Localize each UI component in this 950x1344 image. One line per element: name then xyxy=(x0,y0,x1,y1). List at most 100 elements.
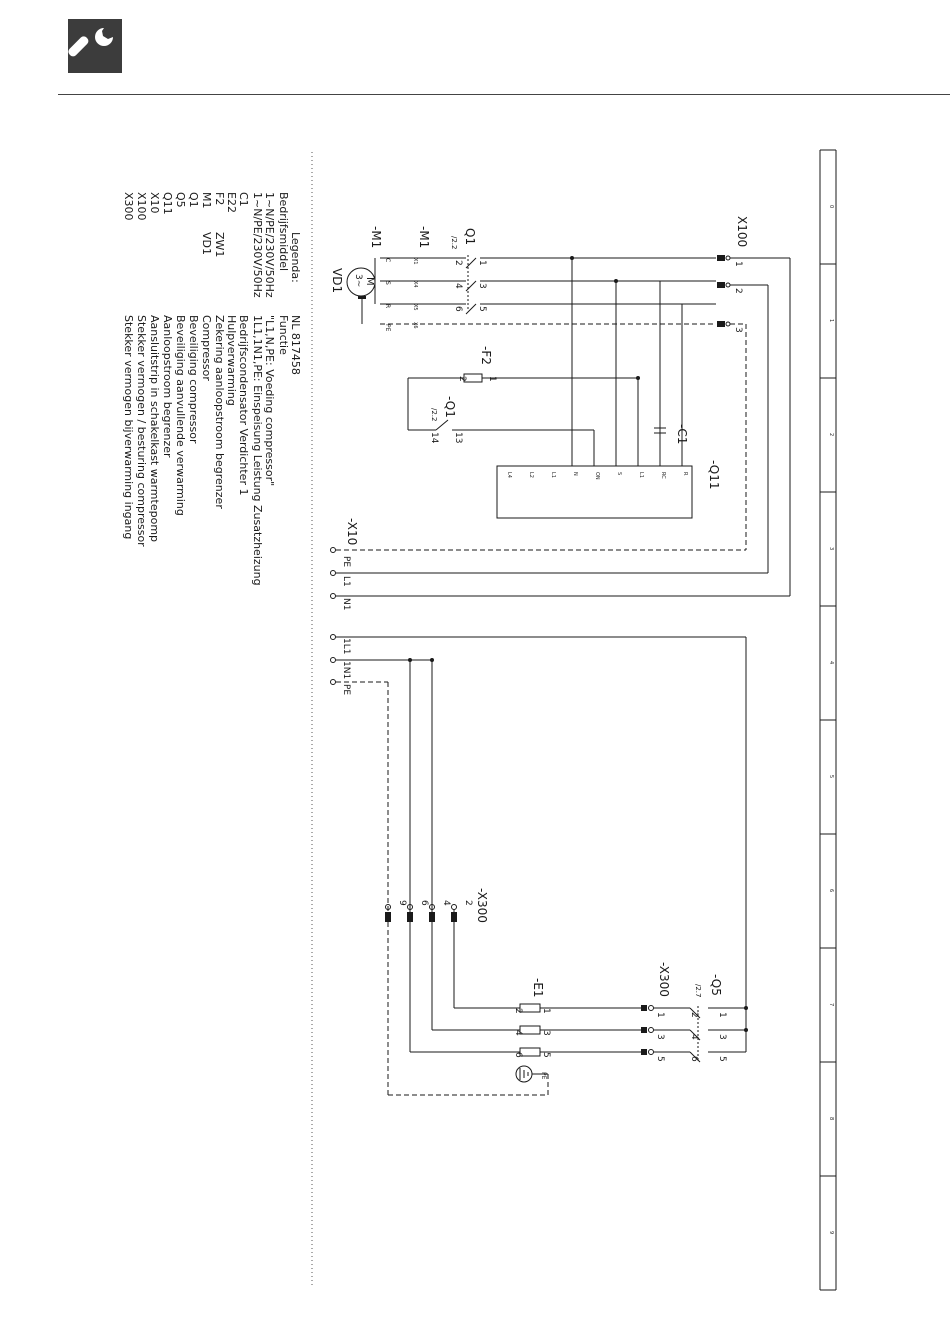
legend-item: M1 xyxy=(200,192,213,209)
junction-dot xyxy=(744,1028,748,1032)
m1-terminal: R xyxy=(384,304,391,308)
contact xyxy=(465,280,477,292)
e1-pin: 1 xyxy=(541,1008,551,1014)
legend-item: C1 xyxy=(237,192,250,207)
motor-phase: 3~ xyxy=(353,274,363,287)
q1-aux-label: -Q1 xyxy=(443,396,457,418)
terminal xyxy=(648,1027,654,1033)
m1-terminal-b: X5 xyxy=(412,304,418,311)
q11-terminal: L4 xyxy=(506,472,512,478)
frame-column-number: 7 xyxy=(828,1003,834,1006)
q1-pin: 6 xyxy=(453,306,463,312)
legend-item: X10 xyxy=(148,192,161,214)
m1-terminal-b: X1 xyxy=(412,258,418,265)
header-rule xyxy=(58,94,950,95)
legend-desc: Aansluitstrip in schakelkast warmtepomp xyxy=(148,315,161,542)
q1-aux-pin: 14 xyxy=(429,432,439,444)
x100-label: X100 xyxy=(735,216,749,247)
terminal xyxy=(330,593,336,599)
legend-col-left: Bedrijfsmiddel xyxy=(277,192,290,271)
terminal xyxy=(725,282,731,288)
legend-desc: "L1,N,PE: Voeding compressor" xyxy=(263,315,276,486)
f2-pin: 1 xyxy=(487,376,497,382)
q5-pin: 4 xyxy=(689,1034,699,1040)
f2-pin: 2 xyxy=(457,376,467,382)
e1-pin: 4 xyxy=(513,1030,523,1036)
e1-pin: 2 xyxy=(513,1008,523,1014)
q1-ref: /2.2 xyxy=(450,236,458,250)
x100-pin-1-plug xyxy=(717,255,725,261)
frame-column-number: 4 xyxy=(828,661,834,664)
legend: Legenda: NL 817458 Bedrijfsmiddel Functi… xyxy=(122,192,302,586)
legend-desc: Compressor xyxy=(200,315,213,381)
x300-a-plug xyxy=(429,912,435,922)
x100-pin: 3 xyxy=(733,327,743,333)
contact xyxy=(465,303,477,315)
terminal xyxy=(330,547,336,553)
legend-item: 1~N/PE/230V/50Hz xyxy=(263,192,276,298)
frame-column-number: 5 xyxy=(828,775,834,778)
x300-a-pin: 6 xyxy=(419,900,429,906)
wrench-icon xyxy=(68,19,122,73)
x10-b-pin: 1L1 xyxy=(341,638,351,654)
m1-terminal-b: X6 xyxy=(412,322,418,329)
frame-column-number: 8 xyxy=(828,1117,834,1120)
x100-pin-3-plug xyxy=(717,321,725,327)
contact xyxy=(435,419,449,431)
contact xyxy=(689,1007,701,1019)
legend-item: 1~N/PE/230V/50Hz xyxy=(251,192,264,298)
x10-b-pin: 1N1 xyxy=(341,661,351,679)
terminal xyxy=(451,904,457,910)
q11-terminal: RC xyxy=(660,472,666,479)
frame-column-number: 9 xyxy=(828,1231,834,1234)
x10-pin: N1 xyxy=(341,598,351,610)
q11-box xyxy=(496,465,693,519)
m1-strip-label: -M1 xyxy=(417,226,431,248)
q1-pin: 4 xyxy=(453,283,463,289)
x300-b-plug xyxy=(641,1027,647,1033)
x100-pin: 2 xyxy=(733,288,743,294)
frame-column-number: 6 xyxy=(828,889,834,892)
legend-item: F2 xyxy=(213,192,226,205)
q1-aux-ref: /2.2 xyxy=(430,408,438,422)
terminal xyxy=(385,904,391,910)
legend-doc-number: NL 817458 xyxy=(289,315,302,375)
e1-label: -E1 xyxy=(531,978,545,998)
q5-pin: 1 xyxy=(717,1012,727,1018)
q5-pin: 6 xyxy=(689,1056,699,1062)
terminal xyxy=(330,634,336,640)
m1-terminal: C xyxy=(384,258,391,262)
e1-pin: 3 xyxy=(541,1030,551,1036)
junction-dot xyxy=(744,1006,748,1010)
c1-label: -C1 xyxy=(675,424,689,444)
e1-pin: 5 xyxy=(541,1052,551,1058)
legend-item: X100 xyxy=(135,192,148,221)
q5-pin: 3 xyxy=(717,1034,727,1040)
legend-item: Q11 xyxy=(161,192,174,215)
x10-pin: L1 xyxy=(341,576,351,587)
q1-pin: 3 xyxy=(477,283,487,289)
m1-terminal: S xyxy=(384,281,391,285)
legend-item: X300 xyxy=(122,192,135,221)
terminal xyxy=(330,570,336,576)
m1-terminal: PE xyxy=(384,324,391,332)
terminal xyxy=(725,321,731,327)
legend-item: Q5 xyxy=(174,192,187,208)
q11-terminal: L1 xyxy=(550,472,556,478)
x100-pin: 1 xyxy=(733,261,743,267)
x300-b-pin: 5 xyxy=(655,1056,665,1062)
m1-label: -M1 xyxy=(369,226,383,248)
lower-circuit: 1L1 1N1 PE -X300 2 4 6 9 -E1 xyxy=(330,634,748,1096)
x10-label: -X10 xyxy=(345,518,359,545)
frame-column-number: 2 xyxy=(828,433,834,436)
x300-a-plug xyxy=(385,912,391,922)
x300-b-plug xyxy=(641,1005,647,1011)
legend-tag: ZW1 xyxy=(213,232,226,257)
terminal xyxy=(648,1049,654,1055)
f2-label: -F2 xyxy=(479,346,493,365)
q1-pin: 1 xyxy=(477,260,487,266)
legend-desc: Aanloopstroom begrenzer xyxy=(161,315,174,458)
x300-b-pin: 1 xyxy=(655,1012,665,1018)
q1-label: Q1 xyxy=(463,228,477,245)
